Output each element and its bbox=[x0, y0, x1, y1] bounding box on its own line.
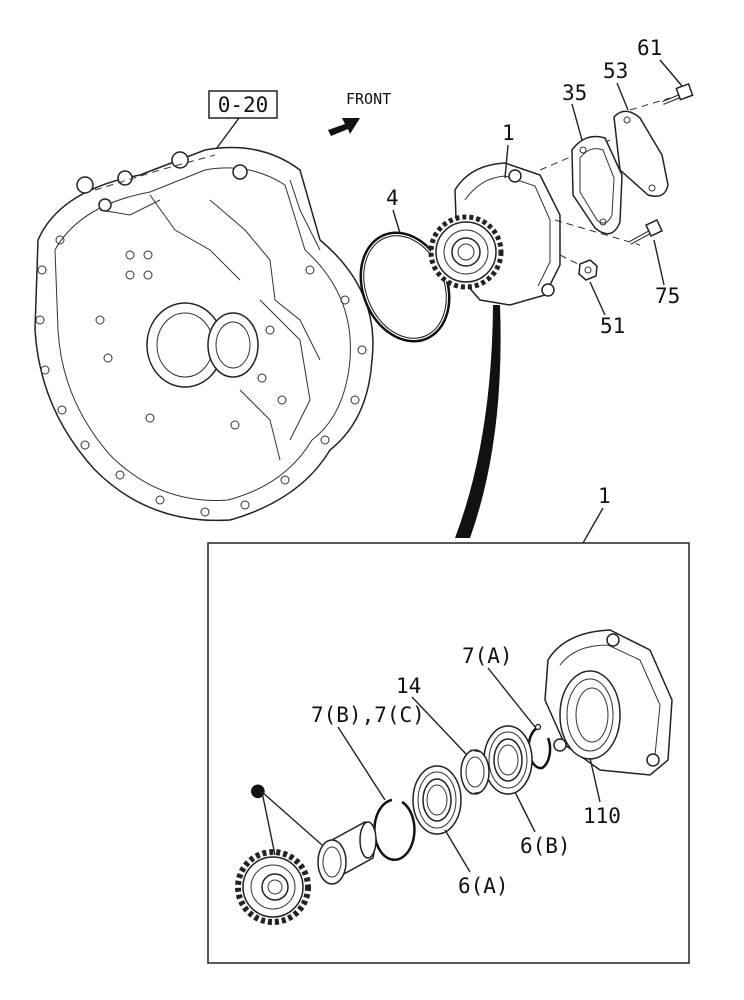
leader-bearing-b bbox=[514, 791, 536, 833]
front-arrow-icon bbox=[328, 118, 360, 136]
callout-assembly-detail: 1 bbox=[598, 484, 611, 508]
marker-dot-icon: ● bbox=[250, 780, 266, 801]
shaft-sleeve bbox=[317, 821, 377, 885]
reference-box-label: 0-20 bbox=[218, 93, 269, 117]
leader-bearing-a bbox=[444, 829, 471, 873]
leader-snap-ring-bc bbox=[337, 726, 386, 801]
callout-snap-ring-a: 7(A) bbox=[462, 644, 513, 668]
callout-gasket: 35 bbox=[562, 81, 587, 105]
snap-ring-bc bbox=[373, 798, 416, 862]
gear-assembly bbox=[428, 162, 561, 306]
callout-o-ring: 4 bbox=[386, 186, 399, 210]
callout-collar: 14 bbox=[396, 674, 421, 698]
callout-nut: 51 bbox=[600, 314, 625, 338]
housing bbox=[544, 629, 673, 776]
cover-plate bbox=[613, 110, 669, 197]
callout-bearing-b: 6(B) bbox=[520, 834, 571, 858]
axis-line-bolt bbox=[629, 97, 671, 111]
collar bbox=[460, 749, 490, 795]
callout-snap-ring-bc: 7(B),7(C) bbox=[311, 703, 425, 727]
callout-assembly-top: 1 bbox=[502, 121, 515, 145]
callout-bearing-a: 6(A) bbox=[458, 874, 509, 898]
bolt-top bbox=[662, 83, 694, 105]
leader-snap-ring-a bbox=[487, 667, 536, 728]
nut bbox=[578, 259, 598, 281]
flange-bolt-holes bbox=[35, 235, 367, 517]
leader-marker-shaft bbox=[261, 791, 323, 846]
bearing-a bbox=[412, 765, 462, 835]
leader-gasket bbox=[571, 103, 583, 141]
leader-o-ring bbox=[392, 209, 401, 234]
detail-gear bbox=[235, 849, 311, 925]
leader-bolt-side bbox=[653, 239, 665, 286]
gasket bbox=[571, 135, 623, 235]
detail-frame bbox=[207, 542, 690, 964]
leader-cover bbox=[616, 82, 629, 111]
bearing-b bbox=[483, 725, 533, 795]
callout-bolt-top: 61 bbox=[637, 36, 662, 60]
snap-ring-a bbox=[527, 723, 552, 770]
leader-marker-gear bbox=[261, 791, 276, 856]
callout-bolt-side: 75 bbox=[655, 284, 680, 308]
leader-assembly-top bbox=[504, 144, 509, 179]
reference-box[interactable]: 0-20 bbox=[208, 90, 278, 119]
callout-housing: 110 bbox=[583, 804, 621, 828]
top-gear bbox=[428, 214, 504, 290]
detail-connector bbox=[455, 305, 501, 538]
front-label: FRONT bbox=[346, 90, 391, 108]
leader-nut bbox=[589, 281, 606, 316]
leader-bolt-top bbox=[659, 59, 683, 87]
leader-assembly-detail bbox=[582, 507, 604, 544]
flywheel-housing bbox=[34, 146, 374, 522]
axis-line-lower bbox=[554, 219, 641, 246]
leader-housing bbox=[589, 757, 601, 803]
leader-collar bbox=[411, 696, 467, 755]
bolt-side bbox=[629, 219, 663, 245]
callout-cover: 53 bbox=[603, 59, 628, 83]
